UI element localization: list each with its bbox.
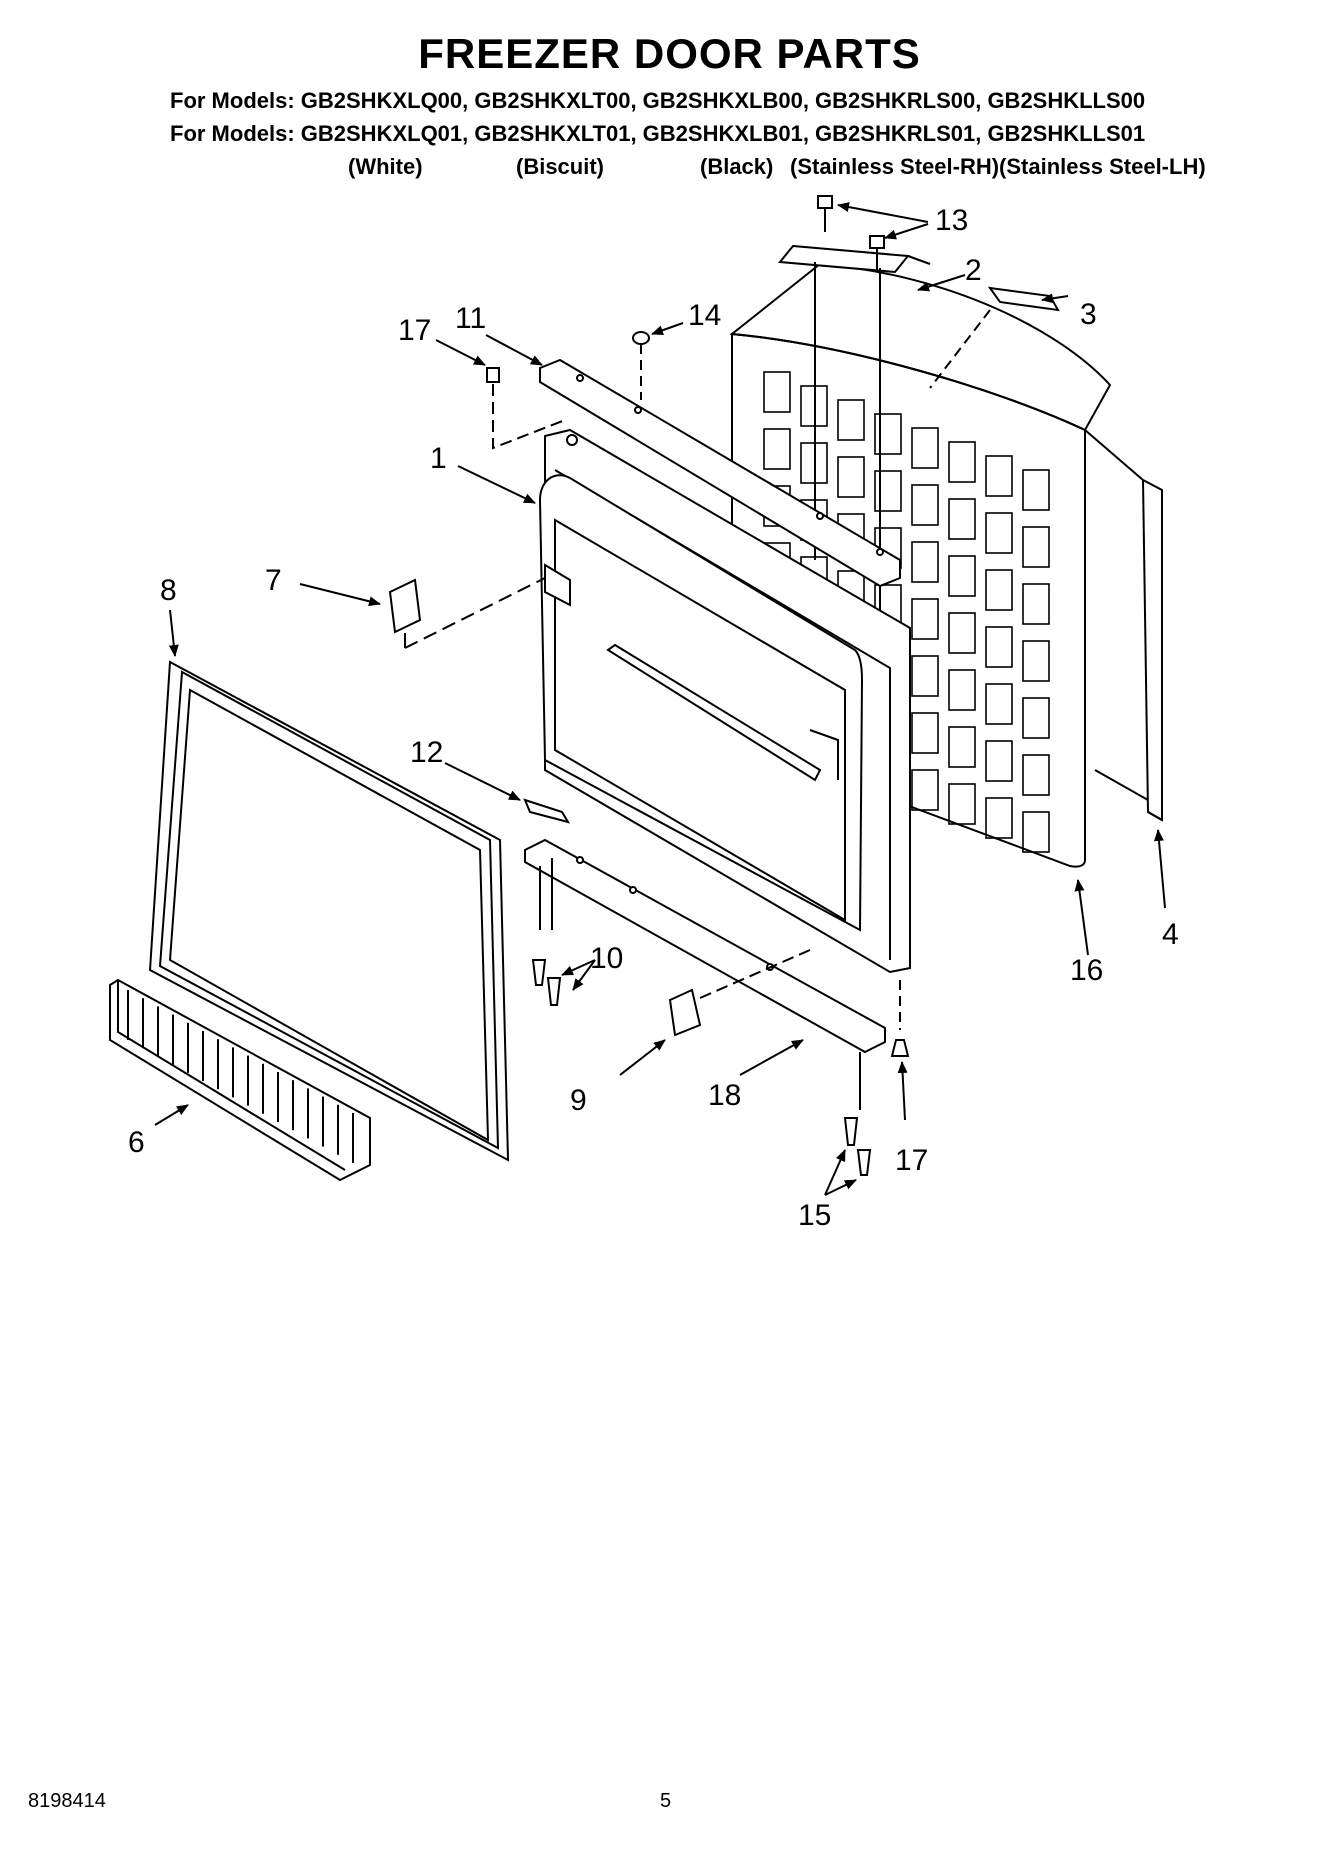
grid-cell <box>1022 811 1050 853</box>
grid-cell <box>985 797 1013 839</box>
grid-cell <box>948 669 976 711</box>
grid-cell <box>985 455 1013 497</box>
wire-basket-part-6 <box>109 978 371 1182</box>
grid-cell <box>985 626 1013 668</box>
grid-cell <box>1022 526 1050 568</box>
side-trim-part-4 <box>1084 429 1163 822</box>
grid-cell <box>948 441 976 483</box>
grid-cell <box>1022 640 1050 682</box>
callout-16: 16 <box>1070 954 1103 987</box>
grid-cell <box>1022 697 1050 739</box>
callout-17-top: 17 <box>398 314 431 347</box>
grid-cell <box>837 456 865 498</box>
grid-cell <box>948 498 976 540</box>
door-gasket-part-8 <box>148 660 510 1162</box>
plug-part-17-bottom <box>890 980 910 1057</box>
callout-18: 18 <box>708 1079 741 1112</box>
grid-cell <box>911 712 939 754</box>
grid-cell <box>985 512 1013 554</box>
grid-cell <box>837 399 865 441</box>
grid-cell <box>763 371 791 413</box>
grid-cell <box>1022 469 1050 511</box>
callout-12: 12 <box>410 736 443 769</box>
clip-part-12 <box>523 798 571 824</box>
grid-cell <box>874 470 902 512</box>
plug-part-14 <box>632 331 650 400</box>
callout-11: 11 <box>455 302 486 335</box>
callout-17-bottom: 17 <box>895 1144 928 1177</box>
document-number: 8198414 <box>28 1790 106 1812</box>
label-part-3 <box>929 286 1060 389</box>
color-biscuit: (Biscuit) <box>516 154 604 179</box>
grid-cell <box>985 683 1013 725</box>
callout-3: 3 <box>1080 298 1097 331</box>
callout-6: 6 <box>128 1126 145 1159</box>
callout-7: 7 <box>265 564 282 597</box>
color-stainless: (Stainless Steel-RH)(Stainless Steel-LH) <box>790 154 1206 179</box>
callout-10: 10 <box>590 942 623 975</box>
grid-cell <box>911 598 939 640</box>
grid-cell <box>911 655 939 697</box>
callout-1: 1 <box>430 442 447 475</box>
grid-cell <box>948 612 976 654</box>
grid-cell <box>911 484 939 526</box>
callout-2: 2 <box>965 254 982 287</box>
door-liner-part-1 <box>538 428 911 974</box>
screws-part-10 <box>531 959 562 1006</box>
grid-cell <box>1022 583 1050 625</box>
grid-cell <box>948 726 976 768</box>
hinge-cover-part-7 <box>388 577 546 649</box>
grid-cell <box>1022 754 1050 796</box>
callout-8: 8 <box>160 574 177 607</box>
bottom-channel-part-18 <box>524 838 886 1110</box>
grid-cell <box>911 769 939 811</box>
grid-cell <box>911 427 939 469</box>
page-title: FREEZER DOOR PARTS <box>418 30 921 77</box>
top-channel-part-11 <box>539 358 901 588</box>
callout-4: 4 <box>1162 918 1179 951</box>
grid-cell <box>874 413 902 455</box>
callout-13: 13 <box>935 204 968 237</box>
plug-part-17-top <box>486 367 566 450</box>
callout-9: 9 <box>570 1084 587 1117</box>
page-number: 5 <box>660 1790 672 1812</box>
grid-cell <box>985 569 1013 611</box>
model-list-2: For Models: GB2SHKXLQ01, GB2SHKXLT01, GB… <box>170 121 1146 146</box>
model-list-1: For Models: GB2SHKXLQ00, GB2SHKXLT00, GB… <box>170 88 1146 113</box>
grid-cell <box>948 555 976 597</box>
color-black: (Black) <box>700 154 774 179</box>
grid-cell <box>911 541 939 583</box>
handle-bracket-part-9 <box>668 949 811 1037</box>
grid-cell <box>948 783 976 825</box>
callout-leaders <box>154 202 1166 1196</box>
grid-cell <box>985 740 1013 782</box>
color-white: (White) <box>348 154 423 179</box>
grid-cell <box>763 428 791 470</box>
callout-14: 14 <box>688 299 721 332</box>
callout-15: 15 <box>798 1199 831 1232</box>
screws-part-15 <box>843 1117 872 1176</box>
